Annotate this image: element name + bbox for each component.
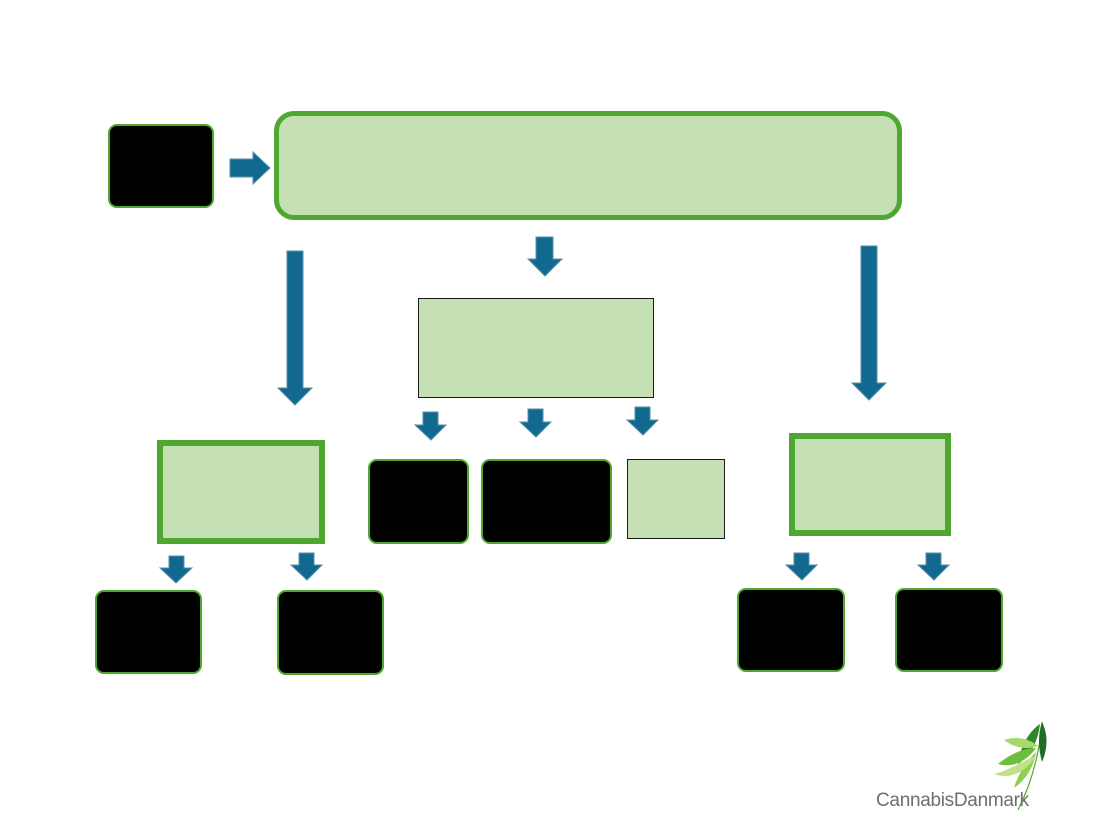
arrow-down-right-child-2 [916, 552, 951, 581]
arrow-down-left-child-1 [158, 555, 194, 584]
left-node-box [157, 440, 325, 544]
arrow-down-left-child-2 [289, 552, 324, 581]
main-banner-box [274, 111, 902, 220]
right-node-box [789, 433, 951, 536]
arrow-down-right-long [850, 245, 888, 401]
arrow-down-left-long [276, 250, 314, 406]
right-child-box-1 [737, 588, 845, 672]
arrow-down-center-child-3 [625, 406, 660, 436]
center-child-box-2 [481, 459, 612, 544]
center-node-box [418, 298, 654, 398]
brand-name: CannabisDanmark [876, 790, 1029, 811]
left-child-box-2 [277, 590, 384, 675]
leaf-icon [994, 721, 1047, 811]
source-box [108, 124, 214, 208]
arrow-down-center-child-1 [413, 411, 448, 441]
arrow-down-center [526, 236, 564, 277]
arrow-down-right-child-1 [784, 552, 819, 581]
left-child-box-1 [95, 590, 202, 674]
arrow-right-to-banner [229, 150, 271, 186]
right-child-box-2 [895, 588, 1003, 672]
center-child-box-1 [368, 459, 469, 544]
center-child-box-3 [627, 459, 725, 539]
arrow-down-center-child-2 [518, 408, 553, 438]
